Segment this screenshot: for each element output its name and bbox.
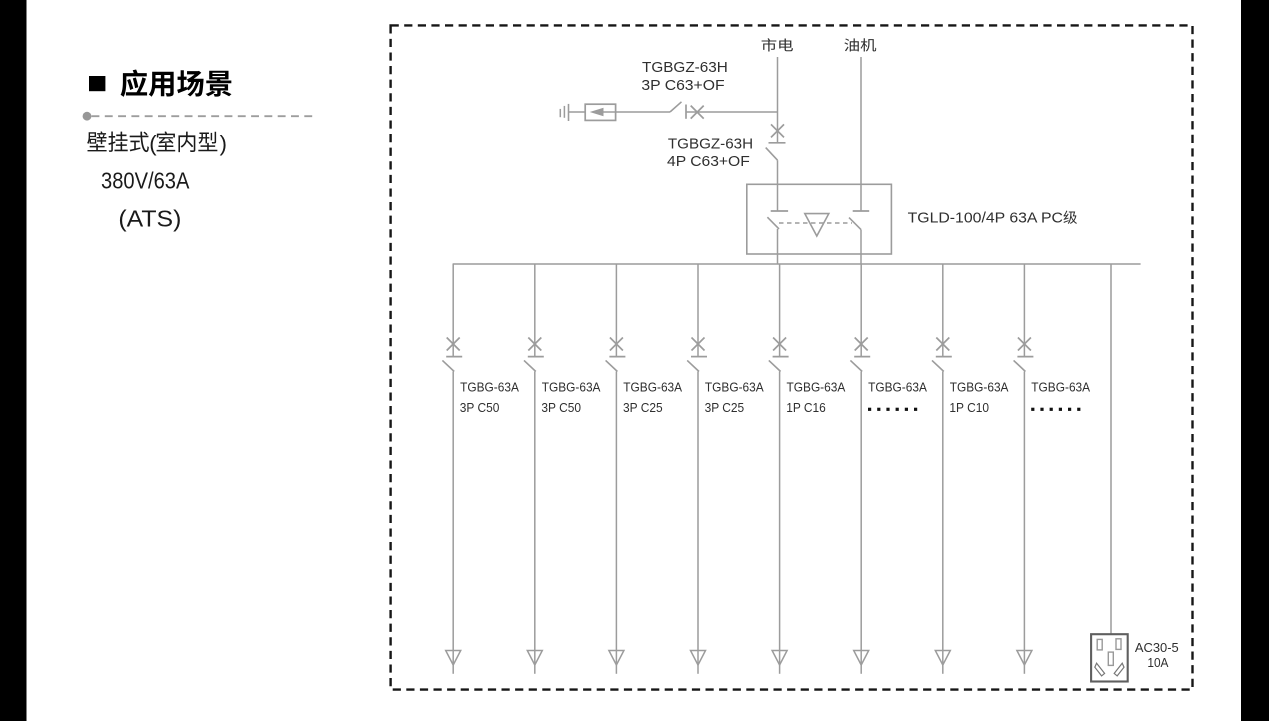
svg-text:3P C50: 3P C50 xyxy=(541,400,581,415)
svg-text:TGLD-100/4P 63A PC: TGLD-100/4P 63A PC xyxy=(908,211,1063,227)
svg-text:3P C25: 3P C25 xyxy=(623,400,663,415)
svg-text:TGBG-63A: TGBG-63A xyxy=(950,380,1009,395)
svg-text:(ATS): (ATS) xyxy=(118,206,181,232)
svg-text:): ) xyxy=(220,131,227,156)
svg-text:(: ( xyxy=(149,131,157,156)
svg-text:3P C50: 3P C50 xyxy=(460,400,500,415)
svg-text:TGBG-63A: TGBG-63A xyxy=(623,380,682,395)
svg-text:TGBG-63A: TGBG-63A xyxy=(1031,380,1090,395)
svg-text:3P C25: 3P C25 xyxy=(705,400,745,415)
svg-text:4P C63+OF: 4P C63+OF xyxy=(667,154,750,170)
svg-text:TGBG-63A: TGBG-63A xyxy=(705,380,764,395)
svg-text:10A: 10A xyxy=(1147,656,1169,670)
svg-text:TGBG-63A: TGBG-63A xyxy=(868,380,927,395)
svg-text:TGBG-63A: TGBG-63A xyxy=(542,380,601,395)
svg-text:TGBG-63A: TGBG-63A xyxy=(787,380,846,395)
svg-text:3P C63+OF: 3P C63+OF xyxy=(641,78,724,94)
svg-text:1P C16: 1P C16 xyxy=(786,400,826,415)
svg-text:TGBGZ-63H: TGBGZ-63H xyxy=(642,60,728,76)
svg-text:1P C10: 1P C10 xyxy=(949,400,989,415)
svg-text:AC30-5: AC30-5 xyxy=(1135,641,1179,655)
svg-text:TGBG-63A: TGBG-63A xyxy=(460,380,519,395)
svg-text:380V/63A: 380V/63A xyxy=(101,168,190,194)
svg-text:TGBGZ-63H: TGBGZ-63H xyxy=(668,137,753,153)
